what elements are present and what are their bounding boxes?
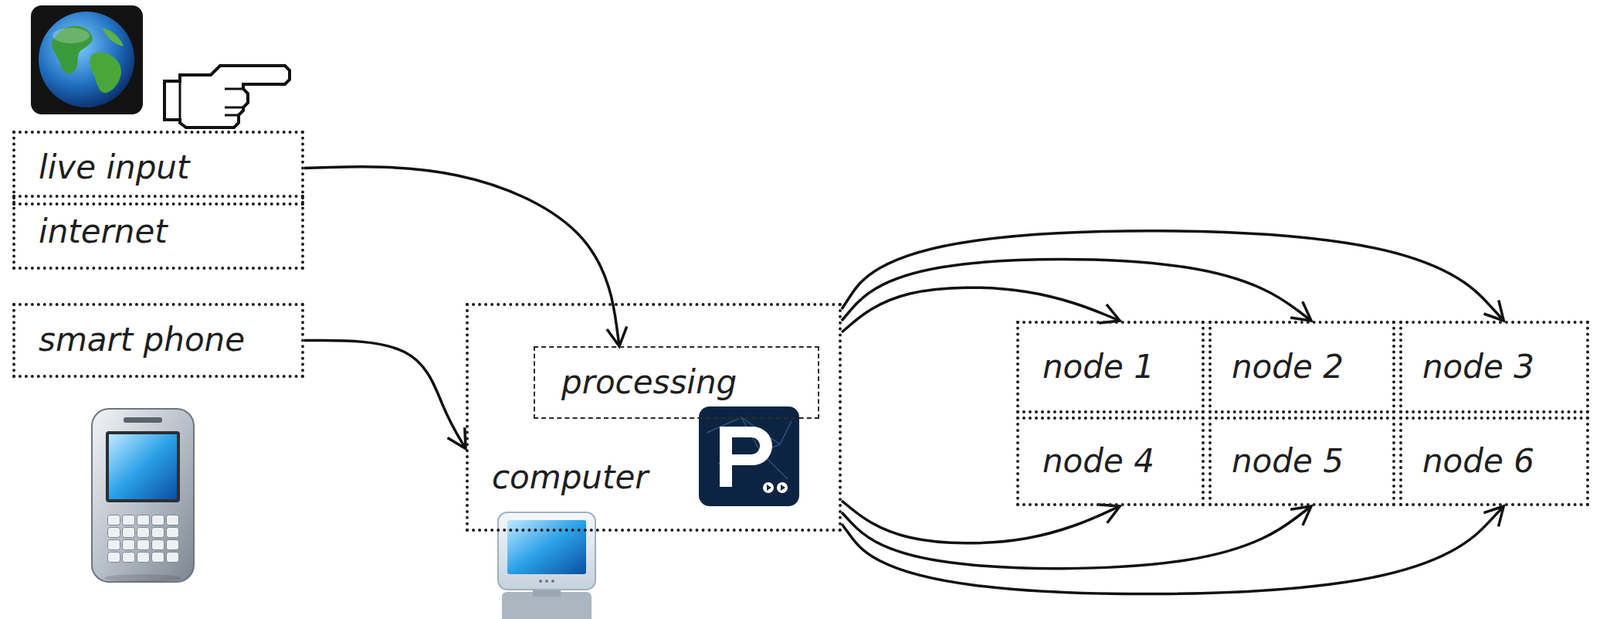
connector-arrow bbox=[841, 505, 1504, 594]
node-label: processing bbox=[561, 363, 737, 401]
smart-phone-icon bbox=[91, 408, 194, 582]
node-label: live input bbox=[38, 149, 190, 187]
node-label: node 1 bbox=[1042, 348, 1155, 386]
connector-arrow bbox=[304, 340, 466, 449]
dotted-box: node 6 bbox=[1399, 416, 1590, 506]
dotted-box: node 2 bbox=[1208, 320, 1396, 414]
dotted-box: node 4 bbox=[1016, 416, 1205, 506]
connector-arrow bbox=[841, 287, 1120, 333]
processing-logo bbox=[698, 406, 800, 506]
node-label: node 3 bbox=[1422, 348, 1535, 386]
dotted-box: internet bbox=[12, 194, 305, 270]
dotted-box: smart phone bbox=[12, 302, 305, 378]
node-label: node 2 bbox=[1231, 348, 1344, 386]
connector-arrow bbox=[841, 230, 1504, 321]
dotted-box: node 1 bbox=[1016, 320, 1205, 414]
node-label: computer bbox=[491, 458, 649, 496]
pointer-hand-icon bbox=[164, 65, 290, 128]
node-label: smart phone bbox=[38, 321, 245, 359]
connector-arrow bbox=[841, 500, 1120, 543]
connector-arrow bbox=[841, 505, 1312, 569]
connector-arrow bbox=[304, 166, 620, 346]
dotted-box: node 5 bbox=[1208, 416, 1396, 506]
dotted-box: node 3 bbox=[1399, 320, 1590, 414]
connector-arrow bbox=[841, 258, 1312, 321]
dotted-box: computer processing bbox=[465, 302, 842, 532]
node-label: node 6 bbox=[1422, 442, 1535, 480]
node-label: node 4 bbox=[1042, 442, 1155, 480]
monitor-icon bbox=[498, 511, 596, 619]
globe-icon bbox=[30, 5, 143, 115]
node-label: internet bbox=[38, 213, 168, 251]
inner-box: processing bbox=[533, 345, 820, 419]
node-label: node 5 bbox=[1231, 442, 1344, 480]
